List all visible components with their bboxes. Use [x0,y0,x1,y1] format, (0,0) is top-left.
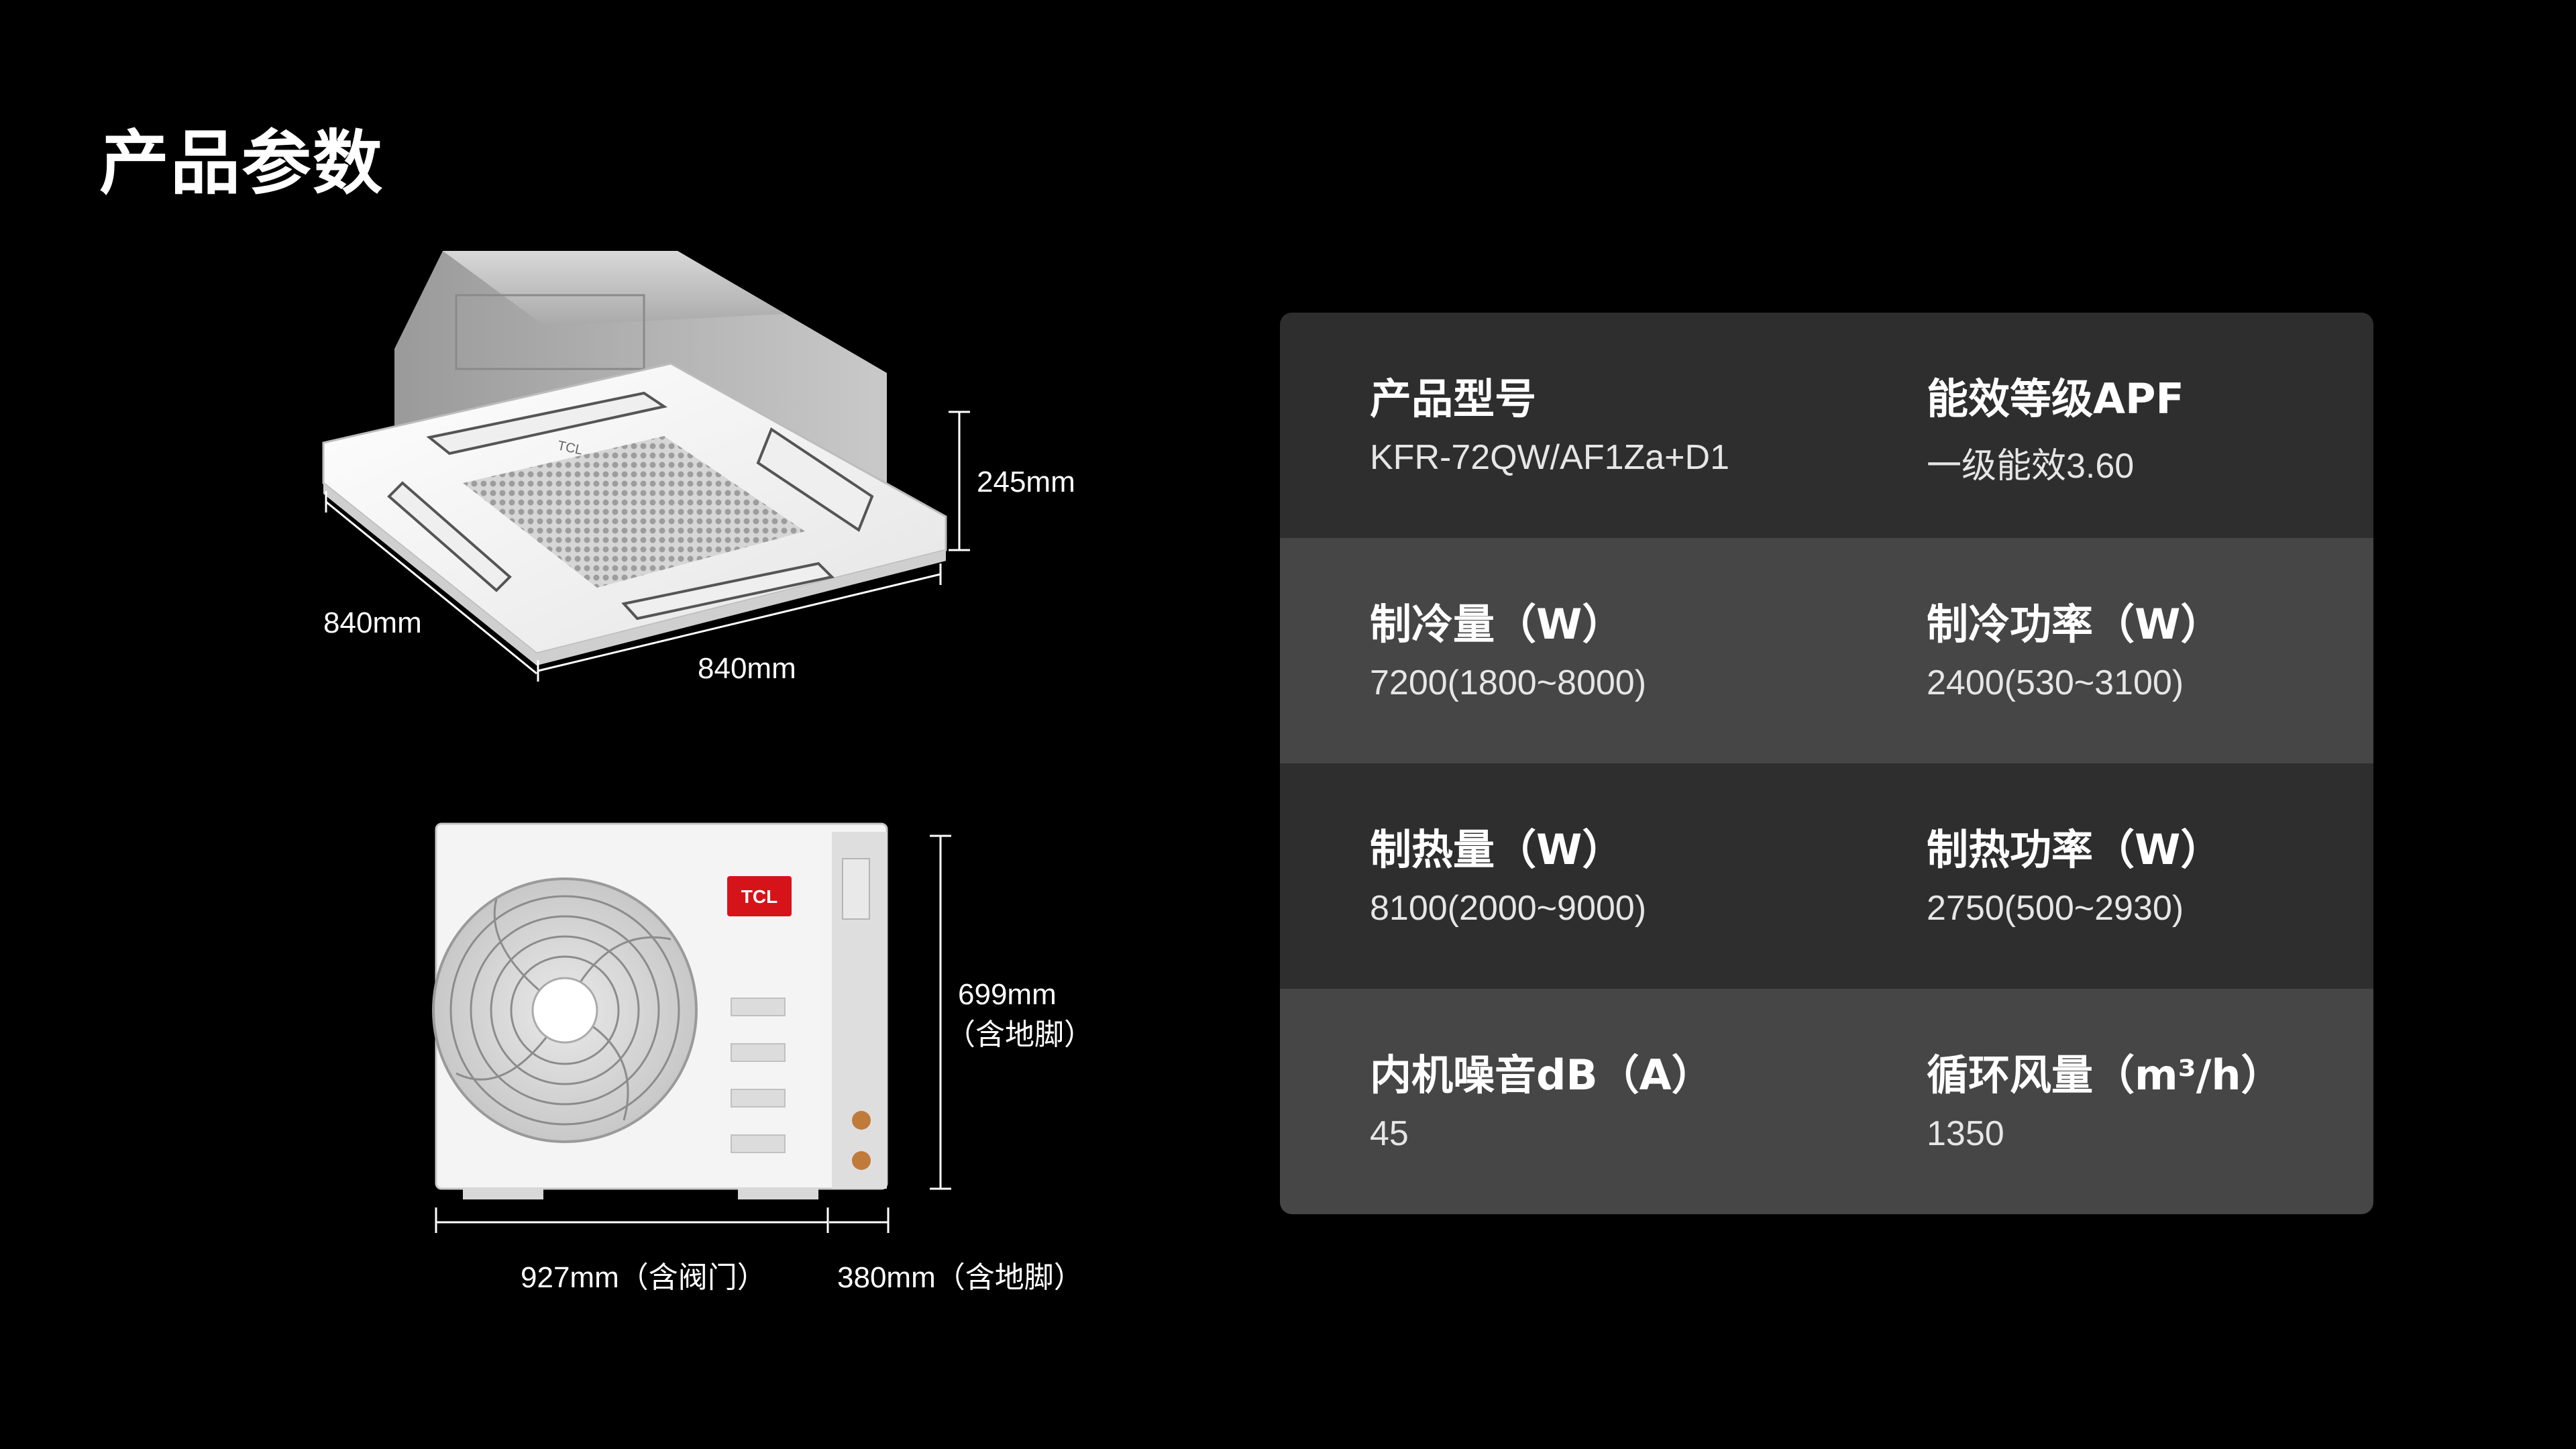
indoor-unit-illustration: TCL [322,251,970,682]
spec-row-model: 产品型号 KFR-72QW/AF1Za+D1 能效等级APF 一级能效3.60 [1280,313,2373,538]
spec-label-model: 产品型号 [1370,374,1537,423]
spec-value-cooling-capacity: 7200(1800~8000) [1370,663,1647,702]
tcl-logo-badge [727,876,792,916]
spec-value-airflow: 1350 [1927,1114,2004,1153]
spec-value-heating-capacity: 8100(2000~9000) [1370,889,1647,928]
spec-value-apf: 一级能效3.60 [1927,447,2135,486]
spec-value-noise: 45 [1370,1114,1409,1153]
page-title: 产品参数 [99,122,384,204]
spec-panel: 产品型号 KFR-72QW/AF1Za+D1 能效等级APF 一级能效3.60 … [1280,313,2373,1214]
spec-label-cooling-capacity: 制冷量（W） [1370,600,1624,649]
indoor-width-label: 840mm [698,652,796,685]
outdoor-width-label: 927mm（含阀门） [521,1261,767,1294]
spec-label-heating-capacity: 制热量（W） [1370,825,1624,874]
spec-label-cooling-power: 制冷功率（W） [1927,600,2222,649]
indoor-depth-label: 840mm [323,606,422,639]
spec-value-cooling-power: 2400(530~3100) [1927,663,2184,702]
spec-value-heating-power: 2750(500~2930) [1927,889,2184,928]
spec-value-model: KFR-72QW/AF1Za+D1 [1370,438,1730,477]
indoor-height-label: 245mm [977,466,1075,498]
spec-row-cooling: 制冷量（W） 7200(1800~8000) 制冷功率（W） 2400(530~… [1280,538,2373,763]
spec-row-noise-airflow: 内机噪音dB（A） 45 循环风量（m³/h） 1350 [1280,989,2373,1214]
spec-label-apf: 能效等级APF [1927,374,2184,423]
cassette-grille [463,436,805,588]
outdoor-height-label: 699mm [958,978,1057,1011]
outdoor-unit-illustration: TCL [432,822,951,1233]
outdoor-logo: TCL [741,886,777,907]
outdoor-depth-label: 380mm（含地脚） [837,1261,1083,1294]
spec-label-heating-power: 制热功率（W） [1927,825,2222,874]
spec-label-noise: 内机噪音dB（A） [1370,1051,1713,1099]
spec-row-heating: 制热量（W） 8100(2000~9000) 制热功率（W） 2750(500~… [1280,763,2373,989]
spec-label-airflow: 循环风量（m³/h） [1927,1051,2283,1099]
outdoor-height-note: （含地脚） [946,1018,1093,1051]
